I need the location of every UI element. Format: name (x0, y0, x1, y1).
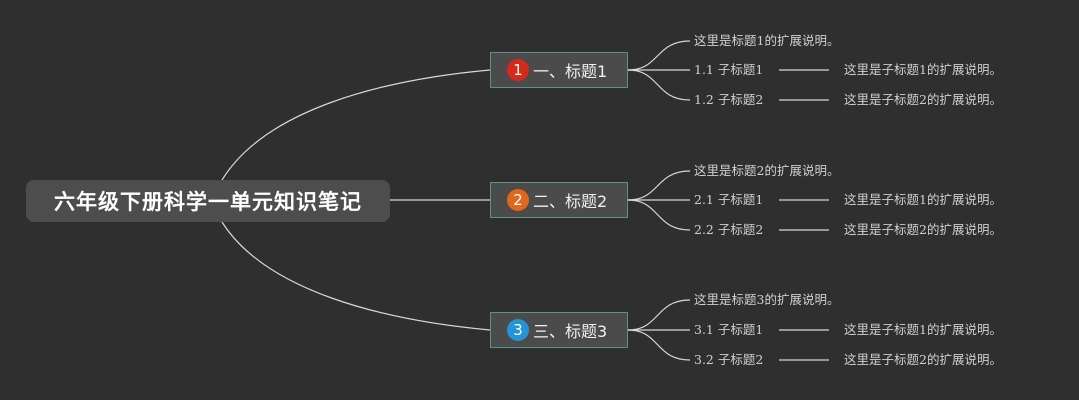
topic3-link-note (627, 299, 691, 331)
topic-label: 三、标题3 (533, 322, 608, 341)
subtopic-note[interactable]: 这里是子标题1的扩展说明。 (844, 322, 1002, 337)
subtopic-note[interactable]: 这里是子标题1的扩展说明。 (844, 62, 1002, 77)
topic-2[interactable]: 2 二、标题2 (490, 182, 628, 218)
topic-label: 一、标题1 (533, 62, 608, 81)
topic1-link-note (627, 40, 691, 71)
topic-note[interactable]: 这里是标题1的扩展说明。 (694, 33, 840, 48)
subtopic-label[interactable]: 2.2 子标题2 (694, 222, 764, 237)
subtopic-note[interactable]: 这里是子标题1的扩展说明。 (844, 192, 1002, 207)
priority-marker-icon: 1 (507, 59, 529, 81)
topic-3[interactable]: 3 三、标题3 (490, 312, 628, 348)
topic-1[interactable]: 1 一、标题1 (490, 52, 628, 88)
subtopic-label[interactable]: 1.1 子标题1 (694, 62, 764, 77)
root-link-3 (221, 221, 491, 331)
topic-note[interactable]: 这里是标题3的扩展说明。 (694, 292, 840, 307)
subtopic-note[interactable]: 这里是子标题2的扩展说明。 (844, 352, 1002, 367)
root-link-1 (221, 69, 491, 181)
priority-marker-icon: 2 (507, 189, 529, 211)
topic2-link-sub2 (627, 199, 691, 231)
subtopic-note[interactable]: 这里是子标题2的扩展说明。 (844, 92, 1002, 107)
root-topic[interactable]: 六年级下册科学一单元知识笔记 (26, 180, 390, 222)
topic-note[interactable]: 这里是标题2的扩展说明。 (694, 163, 840, 178)
topic2-link-note (627, 170, 691, 201)
subtopic-label[interactable]: 3.1 子标题1 (694, 322, 764, 337)
subtopic-label[interactable]: 1.2 子标题2 (694, 92, 764, 107)
topic-label: 二、标题2 (533, 192, 608, 211)
topic3-link-sub2 (627, 329, 691, 361)
priority-marker-icon: 3 (507, 319, 529, 341)
subtopic-label[interactable]: 3.2 子标题2 (694, 352, 764, 367)
subtopic-label[interactable]: 2.1 子标题1 (694, 192, 764, 207)
subtopic-note[interactable]: 这里是子标题2的扩展说明。 (844, 222, 1002, 237)
topic1-link-sub2 (627, 69, 691, 101)
